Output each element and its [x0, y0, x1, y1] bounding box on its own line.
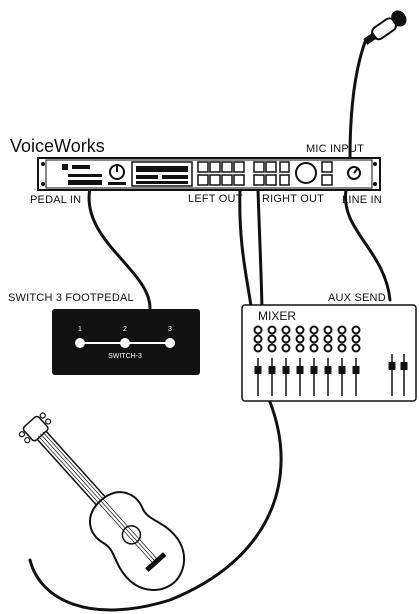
- microphone-icon: [363, 10, 407, 45]
- footpedal-icon: 1 2 3 SWITCH‑3: [52, 309, 200, 375]
- mixer-channel-strip: [323, 325, 333, 396]
- mixer-knob: [351, 343, 361, 353]
- pedal-button-1-label: 1: [78, 326, 82, 333]
- mixer-knob: [253, 325, 263, 335]
- mixer-knob: [253, 343, 263, 353]
- pedal-button-3-label: 3: [168, 326, 172, 333]
- fader-cap: [296, 366, 304, 374]
- pedal-button-2-label: 2: [123, 326, 127, 333]
- mixer-knob: [337, 334, 347, 344]
- mixer-knob: [323, 343, 333, 353]
- mixer-knob: [295, 343, 305, 353]
- mixer-knob: [281, 334, 291, 344]
- mixer-knob: [281, 343, 291, 353]
- mixer-knob: [323, 334, 333, 344]
- mixer-icon: MIXER: [241, 304, 417, 402]
- label-switch-footpedal: SWITCH 3 FOOTPEDAL: [8, 292, 134, 304]
- mic-cable: [348, 40, 367, 160]
- label-left-out: LEFT OUT: [188, 193, 243, 205]
- fader-cap: [282, 366, 290, 374]
- label-right-out: RIGHT OUT: [262, 193, 324, 205]
- mixer-channels: [253, 325, 408, 396]
- mixer-knob: [351, 334, 361, 344]
- left-out-cable: [238, 188, 254, 317]
- fader-cap: [338, 366, 346, 374]
- mixer-knob: [323, 325, 333, 335]
- mixer-knob: [267, 325, 277, 335]
- cables: [28, 40, 392, 612]
- guitar-icon: [18, 412, 185, 591]
- right-out-cable: [256, 188, 264, 317]
- fader-cap: [254, 366, 262, 374]
- aux-send-cable: [344, 188, 392, 302]
- mixer-knob: [295, 334, 305, 344]
- label-aux-send: AUX SEND: [328, 292, 386, 304]
- mixer-knob: [267, 343, 277, 353]
- fader-cap: [352, 366, 360, 374]
- mixer-knob: [309, 325, 319, 335]
- label-line-in: LINE IN: [342, 194, 382, 206]
- voiceworks-unit-icon: [37, 157, 381, 191]
- fader-cap: [310, 366, 318, 374]
- master-fader-cap: [388, 362, 396, 370]
- fader-cap: [268, 366, 276, 374]
- mixer-knob: [281, 325, 291, 335]
- master-fader-cap: [400, 362, 408, 370]
- mixer-knob: [351, 325, 361, 335]
- mixer-channel-strip: [337, 325, 347, 396]
- label-mic-input: MIC INPUT: [306, 143, 364, 155]
- title: VoiceWorks: [10, 136, 105, 156]
- guitar-cable: [28, 400, 283, 612]
- mixer-knob: [337, 343, 347, 353]
- mixer-label: MIXER: [258, 309, 296, 323]
- mixer-knob: [337, 325, 347, 335]
- pedal-name-label: SWITCH‑3: [108, 353, 142, 360]
- mixer-channel-strip: [253, 325, 263, 396]
- mixer-knob: [309, 334, 319, 344]
- fader-cap: [324, 366, 332, 374]
- mixer-knob: [309, 343, 319, 353]
- pedal-cable: [87, 186, 152, 310]
- mixer-channel-strip: [281, 325, 291, 396]
- mixer-knob: [253, 334, 263, 344]
- mixer-channel-strip: [267, 325, 277, 396]
- mixer-channel-strip: [351, 325, 361, 396]
- mixer-knob: [267, 334, 277, 344]
- label-pedal-in: PEDAL IN: [30, 194, 81, 206]
- mixer-channel-strip: [309, 325, 319, 396]
- mixer-channel-strip: [295, 325, 305, 396]
- mixer-knob: [295, 325, 305, 335]
